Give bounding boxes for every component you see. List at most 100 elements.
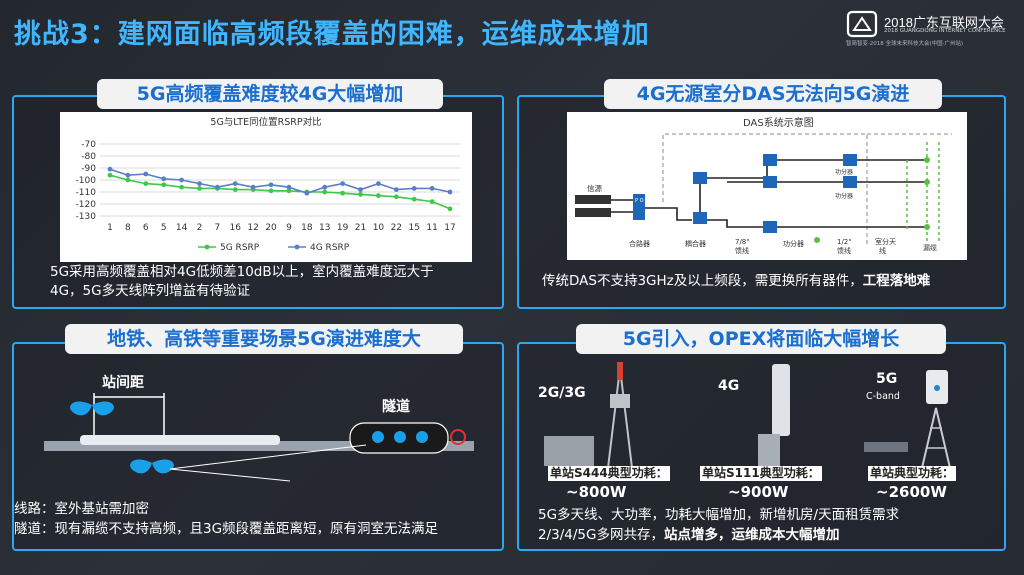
panel1-desc-line1: 5G采用高频覆盖相对4G低频差10dB以上，室内覆盖难度远大于 <box>50 264 434 280</box>
label-splitter: 功分器 <box>783 239 804 248</box>
data-point <box>179 177 184 183</box>
rsrp-chart-area: 5G与LTE同位置RSRP对比-70-80-90-100-110-120-130… <box>60 112 472 262</box>
chart-title: 5G与LTE同位置RSRP对比 <box>210 116 321 128</box>
site3-tower-icon <box>864 370 951 469</box>
x-tick-label: 20 <box>265 223 277 233</box>
source-box-1 <box>575 195 611 204</box>
data-point <box>107 172 113 178</box>
logo-sub2-text: 智简智变·2018 全球未来科技大会(中国·广州站) <box>846 41 964 47</box>
data-point <box>286 184 292 190</box>
tunnel-ant-2 <box>394 431 406 443</box>
coupler-2 <box>693 172 707 184</box>
conference-logo: 2018广东互联网大会 2018 GUANGDONG INTERNET CONF… <box>844 10 1012 48</box>
data-point <box>322 184 328 190</box>
rsrp-chart: 5G与LTE同位置RSRP对比-70-80-90-100-110-120-130… <box>76 116 460 253</box>
x-tick-label: 19 <box>337 223 349 233</box>
splitter-bottom <box>763 221 777 233</box>
series-line-1 <box>109 168 451 195</box>
panel3-title: 地铁、高铁等重要场景5G演进难度大 <box>65 324 463 354</box>
feeder-bottom <box>707 219 927 228</box>
label-station-distance: 站间距 <box>102 374 144 391</box>
data-point <box>197 186 202 191</box>
panel2-title: 4G无源室分DAS无法向5G演进 <box>604 79 942 109</box>
label-tunnel: 隧道 <box>382 398 410 415</box>
label-source: 信源 <box>587 183 602 193</box>
x-tick-label: 7 <box>215 223 221 233</box>
legend-marker-1 <box>294 244 300 250</box>
legend-marker-0 <box>204 244 210 250</box>
x-tick-label: 5 <box>161 223 167 233</box>
panel3-line2: 隧道：现有漏缆不支持高频，且3G频段覆盖距离短，原有洞室无法满足 <box>14 521 439 537</box>
tunnel-ant-3 <box>416 431 428 443</box>
site2-power: ~900W <box>728 483 789 501</box>
slide-title: 挑战3：建网面临高频段覆盖的困难，运维成本增加 <box>14 19 650 50</box>
data-point <box>232 187 238 192</box>
data-point <box>214 184 220 190</box>
y-tick-label: -130 <box>76 212 97 222</box>
site1-caption: 单站S444典型功耗： <box>550 466 668 480</box>
metro-logo-icon <box>450 429 466 445</box>
data-point <box>376 181 381 186</box>
label-feeder78: 7/8" <box>735 238 750 246</box>
panel2-desc-plain: 传统DAS不支持3GHz及以上频段，需更换所有器件， <box>542 273 863 289</box>
site1-caption-box: 单站S444典型功耗： <box>548 466 670 481</box>
panel1-desc-line2: 4G，5G多天线阵列增益有待验证 <box>50 283 251 299</box>
data-point <box>197 181 202 186</box>
x-tick-label: 21 <box>355 223 366 233</box>
feeder-main <box>611 199 692 221</box>
splitter-r2 <box>843 176 857 188</box>
x-tick-label: 11 <box>426 223 437 233</box>
site2-label: 4G <box>718 378 740 394</box>
site3-power: ~2600W <box>876 483 947 501</box>
x-tick-label: 16 <box>230 223 242 233</box>
label-feeder12: 1/2" <box>837 238 852 246</box>
data-point <box>340 181 346 186</box>
label-leaky: 漏缆 <box>923 243 937 252</box>
data-point <box>125 177 131 183</box>
y-tick-label: -120 <box>76 200 97 210</box>
y-tick-label: -80 <box>81 152 96 162</box>
tunnel-ant-1 <box>372 431 384 443</box>
feeder-top <box>707 159 927 179</box>
panel4-line1: 5G多天线、大功率，功耗大幅增加，新增机房/天面租赁需求 <box>538 507 900 523</box>
antenna-2 <box>924 179 930 185</box>
x-tick-label: 18 <box>301 223 313 233</box>
metro-illustration: 站间距 隧道 <box>20 365 492 495</box>
data-point <box>143 181 149 186</box>
x-tick-label: 17 <box>444 223 455 233</box>
data-point <box>447 206 453 212</box>
splitter-r1 <box>843 154 857 166</box>
data-point <box>161 182 167 188</box>
panel3-line1: 线路：室外基站需加密 <box>14 501 149 517</box>
site2-antenna-icon <box>758 364 790 468</box>
panel4-line2: 2/3/4/5G多网共存，站点增多，运维成本大幅增加 <box>538 526 839 545</box>
label-splitter-r1: 功分器 <box>835 168 853 176</box>
x-tick-label: 15 <box>408 223 419 233</box>
data-point <box>376 193 381 198</box>
data-point <box>232 181 238 186</box>
data-point <box>322 189 328 195</box>
data-point <box>161 176 167 182</box>
leaky-cable <box>906 142 940 242</box>
source-box-2 <box>575 208 611 217</box>
data-point <box>304 190 310 196</box>
x-tick-label: 14 <box>176 223 188 233</box>
antenna-bottom-icon <box>130 459 174 474</box>
splitter-mid <box>763 176 777 188</box>
site3-caption-box: 单站典型功耗： <box>868 466 957 481</box>
x-tick-label: 10 <box>373 223 385 233</box>
pointer-lines <box>169 444 367 482</box>
panel4-line2-bold: 站点增多，运维成本大幅增加 <box>663 527 840 543</box>
legend-label-1: 4G RSRP <box>310 243 350 253</box>
data-point <box>125 172 131 178</box>
site1-power: ~800W <box>566 483 627 501</box>
metro-illustration-svg: 站间距 隧道 <box>44 374 474 482</box>
panel2-desc: 传统DAS不支持3GHz及以上频段，需更换所有器件，工程落地难 <box>542 272 930 291</box>
antenna-top-icon <box>70 401 114 416</box>
panel4-line2-plain: 2/3/4/5G多网共存， <box>538 527 664 543</box>
data-point <box>393 187 399 192</box>
legend-label-0: 5G RSRP <box>220 243 260 253</box>
data-point <box>411 196 417 202</box>
data-point <box>429 186 435 191</box>
site2-caption: 单站S111典型功耗： <box>702 466 820 480</box>
